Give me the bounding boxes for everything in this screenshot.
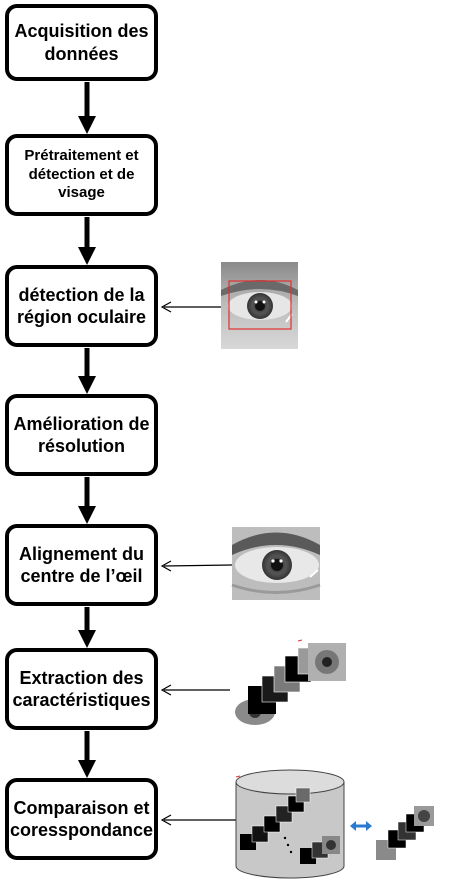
step-pretraitement-box: Prétraitement et détection et de visage xyxy=(5,134,158,216)
step-extraction-box: Extraction des caractéristiques xyxy=(5,648,158,730)
flow-arrows xyxy=(78,82,96,778)
step-alignement-box: Alignement du centre de l’œil xyxy=(5,524,158,606)
step-detection-oculaire-box: détection de la région oculaire xyxy=(5,265,158,347)
step-amelioration-label: Amélioration de résolution xyxy=(13,413,150,457)
step-acquisition-label: Acquisition des données xyxy=(14,21,149,64)
flow-arrow-1 xyxy=(78,82,96,134)
feature-patches-image xyxy=(235,639,346,725)
flow-arrow-3 xyxy=(78,348,96,394)
query-patches-image xyxy=(376,806,434,860)
flow-arrow-2 xyxy=(78,217,96,265)
step-amelioration-box: Amélioration de résolution xyxy=(5,394,158,476)
step-alignement-label: Alignement du centre de l’œil xyxy=(19,543,144,587)
step-extraction-label: Extraction des caractéristiques xyxy=(12,667,151,711)
step-detection-oculaire-label: détection de la région oculaire xyxy=(16,284,147,328)
flow-arrow-6 xyxy=(78,731,96,778)
detection-rectangle xyxy=(228,280,292,330)
double-arrow-icon xyxy=(350,821,372,831)
step-pretraitement-label: Prétraitement et détection et de visage xyxy=(24,146,139,202)
flow-arrow-5 xyxy=(78,607,96,648)
eye-detection-image xyxy=(221,262,298,349)
step-acquisition-box: Acquisition des données xyxy=(5,4,158,81)
eye-aligned-image xyxy=(231,527,321,600)
step-comparaison-box: Comparaison et coresspondance xyxy=(5,778,158,860)
database-cylinder-image xyxy=(235,769,345,879)
flow-arrow-4 xyxy=(78,477,96,524)
side-arrows xyxy=(160,301,236,826)
side-arrow-alignement xyxy=(163,564,233,567)
step-comparaison-label: Comparaison et coresspondance xyxy=(9,797,154,841)
